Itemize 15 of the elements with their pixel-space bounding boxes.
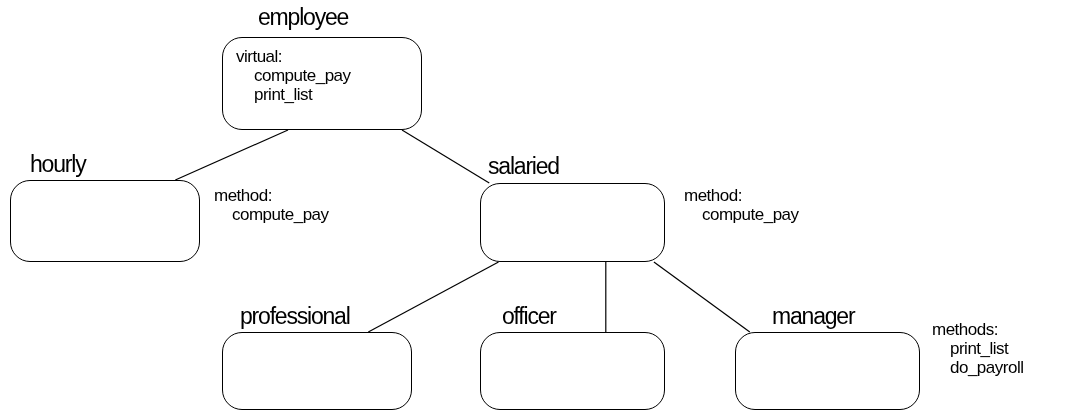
method-note: method: compute_pay <box>214 186 329 224</box>
connector-line <box>605 261 607 333</box>
method-note: method: compute_pay <box>684 186 799 224</box>
method-note: methods: print_list do_payroll <box>932 320 1024 377</box>
class-name: manager <box>772 302 855 330</box>
connector-line <box>367 261 500 333</box>
class-name: officer <box>502 302 556 330</box>
class-name: salaried <box>488 152 559 180</box>
class-name: hourly <box>30 150 86 178</box>
member-list: virtual: compute_pay print_list <box>236 47 351 104</box>
class-name: professional <box>240 302 350 330</box>
connector-line <box>653 261 751 333</box>
connector-line <box>401 129 490 184</box>
connector-line <box>174 129 289 181</box>
class-name: employee <box>258 3 349 31</box>
